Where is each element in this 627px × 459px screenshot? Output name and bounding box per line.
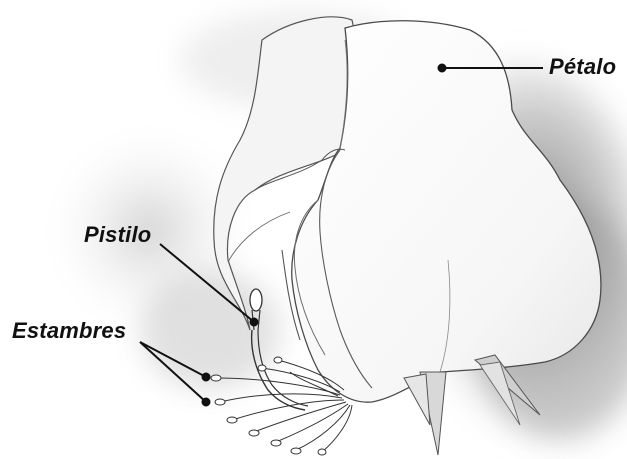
stamens-label: Estambres [12, 318, 126, 344]
petal-label: Pétalo [549, 54, 616, 80]
pistil-label: Pistilo [84, 222, 151, 248]
stamen-leader-dot-1 [203, 374, 210, 381]
stamen-leader-dot-2 [203, 399, 210, 406]
pistil-leader-dot [251, 319, 258, 326]
petal-leader-dot [439, 65, 446, 72]
